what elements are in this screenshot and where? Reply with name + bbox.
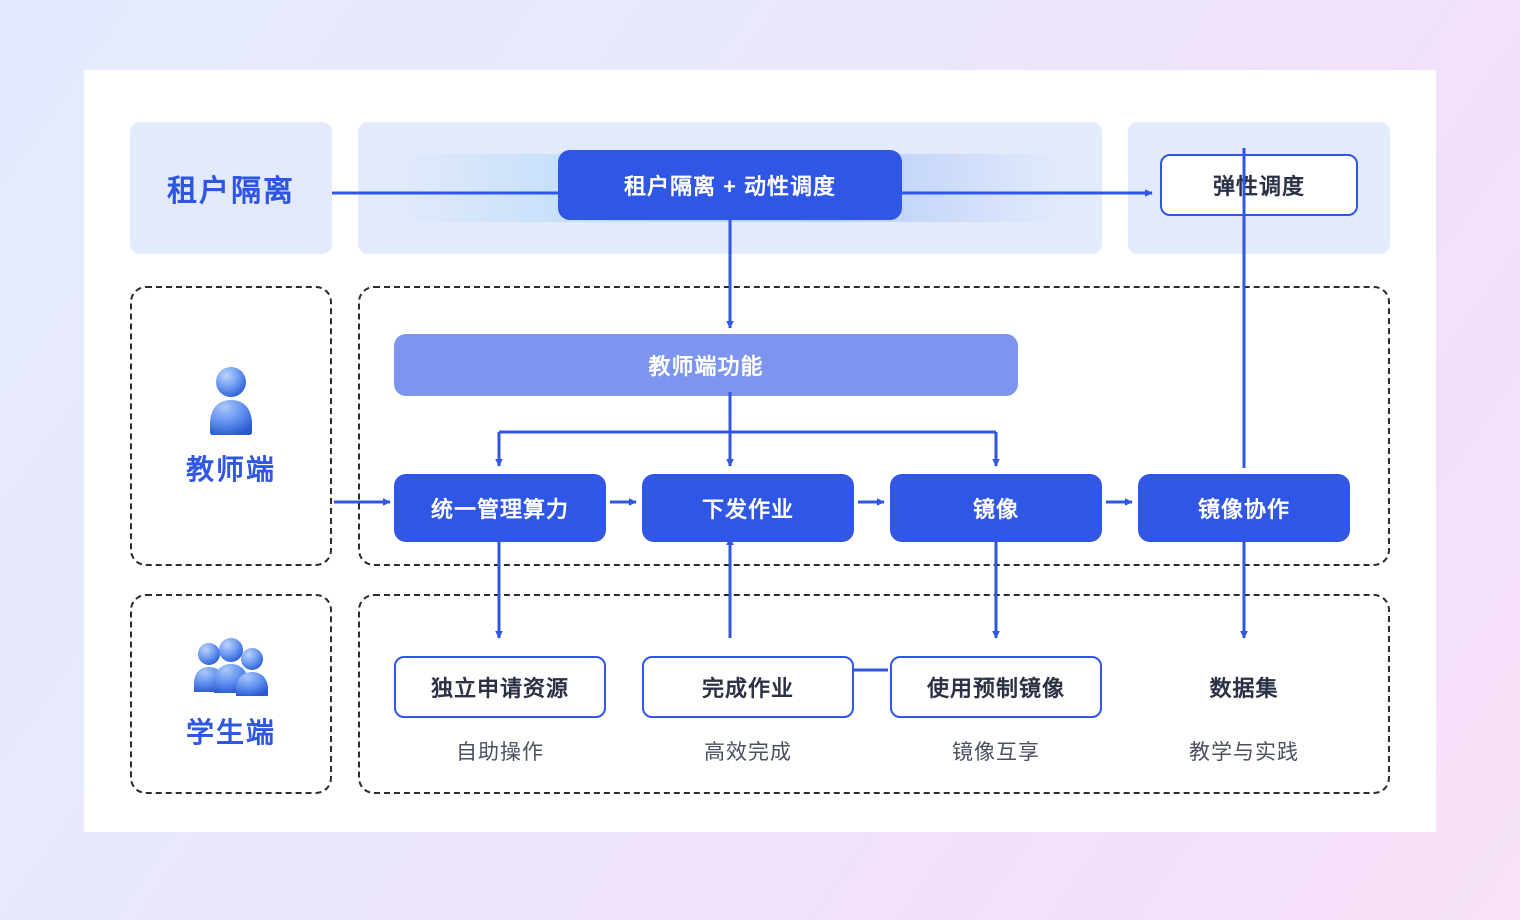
student-box-self-apply-resources[interactable]: 独立申请资源 bbox=[394, 656, 606, 718]
student-box-use-prebuilt-image[interactable]: 使用预制镜像 bbox=[890, 656, 1102, 718]
student-caption-efficient: 高效完成 bbox=[704, 741, 792, 764]
student-box-label: 数据集 bbox=[1209, 676, 1279, 701]
tenant-isolation-label: 租户隔离 bbox=[167, 175, 295, 208]
elastic-scheduling-box[interactable]: 弹性调度 bbox=[1160, 154, 1358, 216]
student-caption-image-sharing: 镜像互享 bbox=[952, 741, 1040, 764]
elastic-scheduling-label: 弹性调度 bbox=[1212, 174, 1305, 199]
teacher-box-image-collaboration[interactable]: 镜像协作 bbox=[1138, 474, 1350, 542]
teacher-box-image[interactable]: 镜像 bbox=[890, 474, 1102, 542]
diagram-canvas: 租户隔离 租户隔离 + 动性调度 弹性调度 bbox=[84, 70, 1436, 832]
multi-person-icon bbox=[194, 638, 268, 696]
student-caption-teaching-practice: 教学与实践 bbox=[1189, 741, 1299, 764]
teacher-box-label: 统一管理算力 bbox=[430, 497, 569, 522]
student-box-label: 完成作业 bbox=[701, 676, 794, 701]
student-box-dataset[interactable]: 数据集 bbox=[1138, 656, 1350, 718]
teacher-box-label: 镜像协作 bbox=[1197, 497, 1290, 522]
student-outcome-container: 独立申请资源 自助操作 完成作业 高效完成 使用预制镜像 镜像互享 数据集 教学… bbox=[358, 594, 1390, 794]
student-role-container: 学生端 bbox=[130, 594, 332, 794]
teacher-box-label: 下发作业 bbox=[701, 497, 794, 522]
student-box-label: 独立申请资源 bbox=[430, 676, 569, 701]
student-box-label: 使用预制镜像 bbox=[926, 676, 1065, 701]
tenant-isolation-dynamic-scheduling-box[interactable]: 租户隔离 + 动性调度 bbox=[558, 150, 902, 220]
teacher-role-label: 教师端 bbox=[185, 454, 276, 485]
student-box-complete-homework[interactable]: 完成作业 bbox=[642, 656, 854, 718]
teacher-role-container: 教师端 bbox=[130, 286, 332, 566]
student-caption-self-service: 自助操作 bbox=[456, 741, 544, 764]
teacher-box-assign-homework[interactable]: 下发作业 bbox=[642, 474, 854, 542]
teacher-box-unified-compute[interactable]: 统一管理算力 bbox=[394, 474, 606, 542]
teacher-function-bar-label: 教师端功能 bbox=[648, 354, 764, 379]
center-box-label: 租户隔离 + 动性调度 bbox=[623, 174, 837, 199]
teacher-box-label: 镜像 bbox=[972, 497, 1019, 522]
teacher-function-bar[interactable]: 教师端功能 bbox=[394, 334, 1018, 396]
single-person-icon bbox=[210, 367, 252, 435]
student-role-label: 学生端 bbox=[185, 717, 276, 748]
tenant-isolation-panel: 租户隔离 bbox=[130, 122, 332, 254]
teacher-function-container: 教师端功能 统一管理算力 下发作业 镜像 镜像协作 bbox=[358, 286, 1390, 566]
